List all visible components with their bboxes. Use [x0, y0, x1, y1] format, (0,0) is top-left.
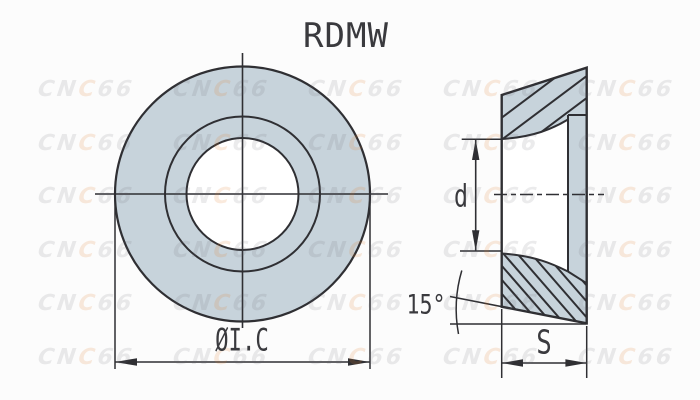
arrowhead-up — [472, 139, 480, 160]
ic-diameter-label: ØI.C — [215, 322, 269, 359]
arrowhead-right — [565, 359, 587, 367]
thickness-label: S — [536, 322, 552, 362]
ic-diameter-dimension — [114, 197, 371, 369]
thickness-dimension — [500, 309, 588, 378]
arrowhead-left — [115, 358, 137, 366]
screw-hole-opening — [501, 119, 568, 272]
clearance-angle-label: 15° — [406, 289, 446, 321]
angle-arc — [455, 270, 463, 335]
countersink-curve-top — [501, 118, 569, 140]
page-title: RDMW — [303, 16, 389, 56]
arrowhead-down — [472, 230, 480, 251]
clearance-angle-annotation — [449, 270, 587, 335]
rim-step-bottom — [567, 270, 588, 285]
arrowhead-left — [501, 359, 523, 367]
countersink-curve-bottom — [501, 252, 569, 273]
arrowhead-right — [348, 358, 370, 366]
hole-diameter-dimension — [460, 138, 502, 252]
angle-slant-line — [449, 295, 587, 325]
hole-diameter-label: d — [453, 178, 469, 215]
front-view — [95, 53, 388, 328]
